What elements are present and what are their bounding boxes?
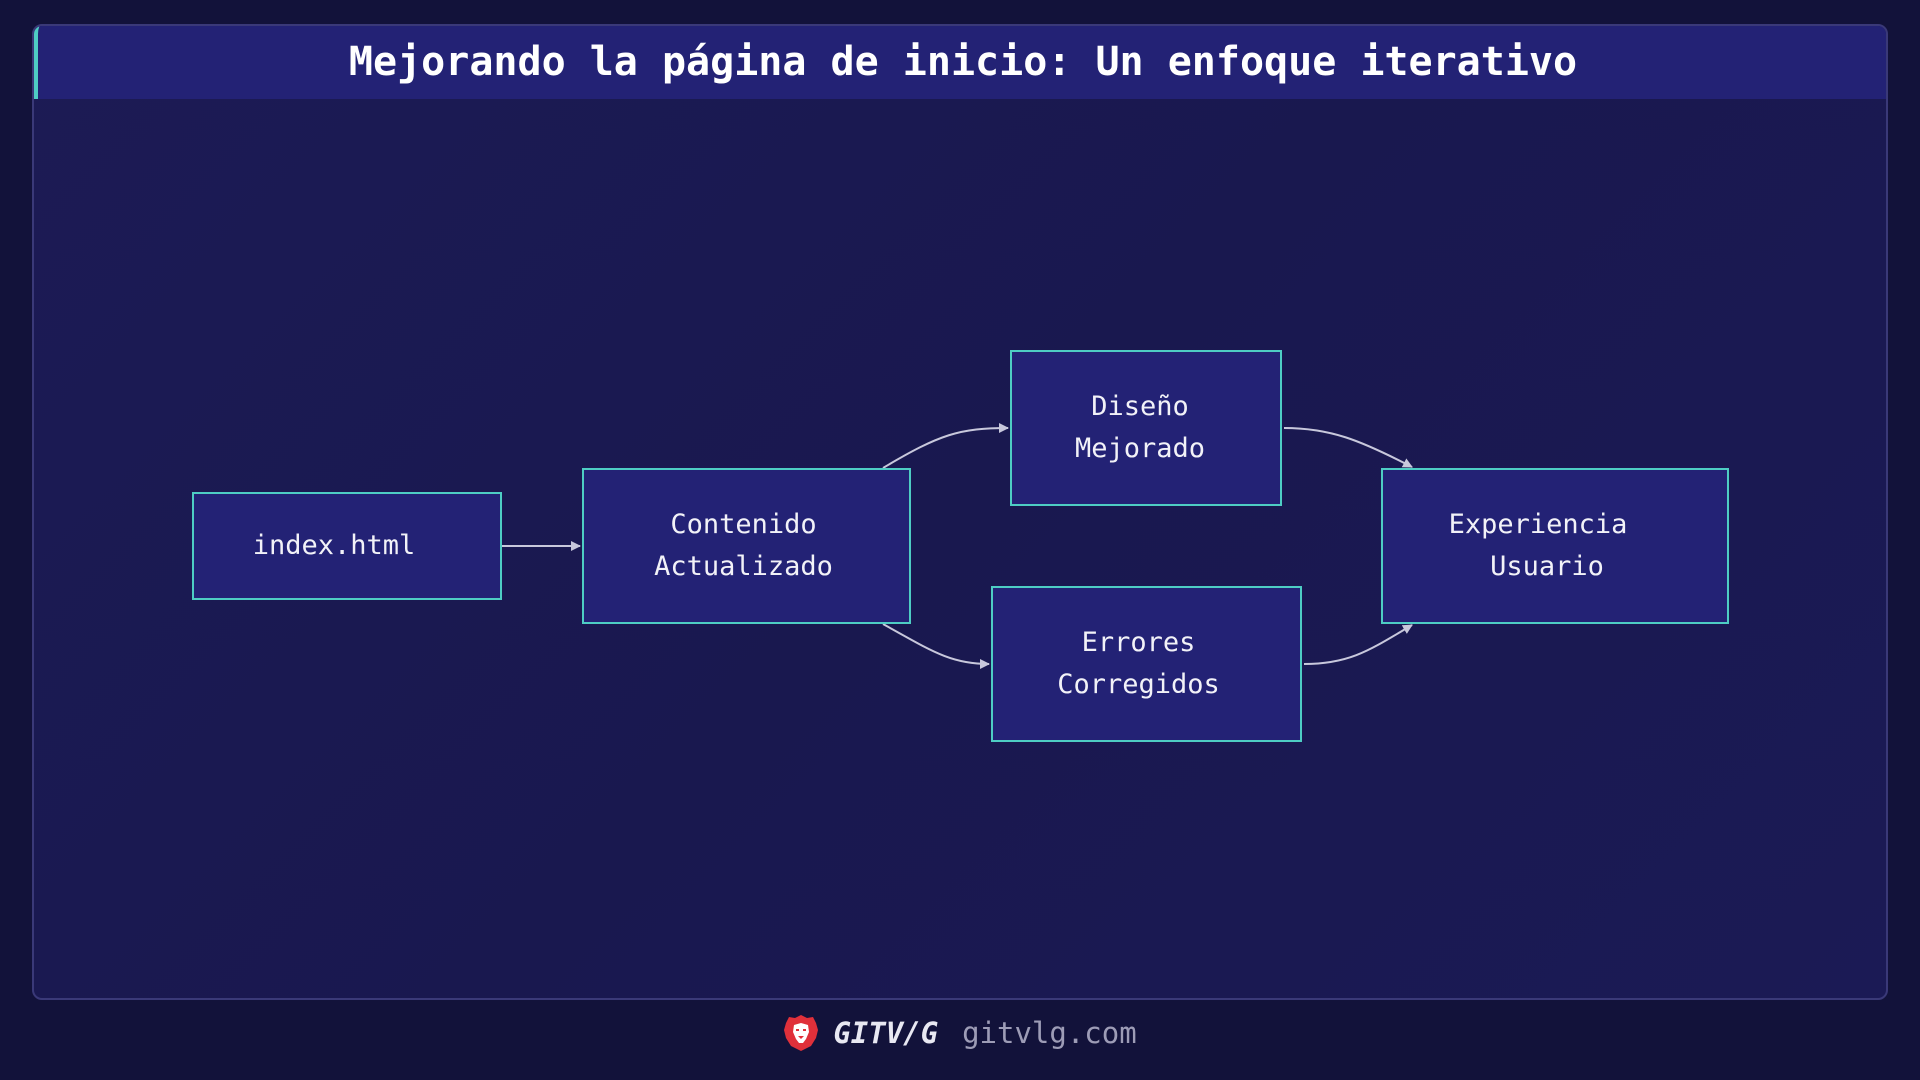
edge-contenido-to-diseno [882,423,1009,469]
node-experiencia-usuario: Experiencia Usuario [1381,468,1729,624]
node-label: index.html [252,530,416,561]
node-errores-corregidos: Errores Corregidos [991,586,1302,742]
footer: GITV/G gitvlg.com [0,1008,1920,1058]
node-label-line-2: Actualizado [654,551,833,582]
page-title: Mejorando la página de inicio: Un enfoqu… [348,38,1578,85]
node-label-line-1: Diseño [1091,391,1189,422]
title-bar: Mejorando la página de inicio: Un enfoqu… [34,26,1886,99]
node-contenido-actualizado: Contenido Actualizado [582,468,911,624]
brand-name: GITV/G [833,1016,939,1050]
node-index-html: index.html [192,492,502,600]
node-label-line-2: Usuario [1490,551,1604,582]
node-label-line-1: Errores [1081,627,1196,658]
lion-head-icon [783,1014,819,1052]
edge-contenido-to-errores [882,623,990,669]
edge-errores-to-experiencia [1303,624,1413,665]
node-label-line-2: Corregidos [1057,669,1220,700]
node-label-line-1: Experiencia [1448,509,1628,540]
node-diseno-mejorado: Diseño Mejorado [1010,350,1282,506]
node-label-line-1: Contenido [670,509,817,540]
site-url[interactable]: gitvlg.com [962,1016,1137,1050]
edge-diseno-to-experiencia [1283,427,1413,468]
node-label-line-2: Mejorado [1074,433,1206,464]
